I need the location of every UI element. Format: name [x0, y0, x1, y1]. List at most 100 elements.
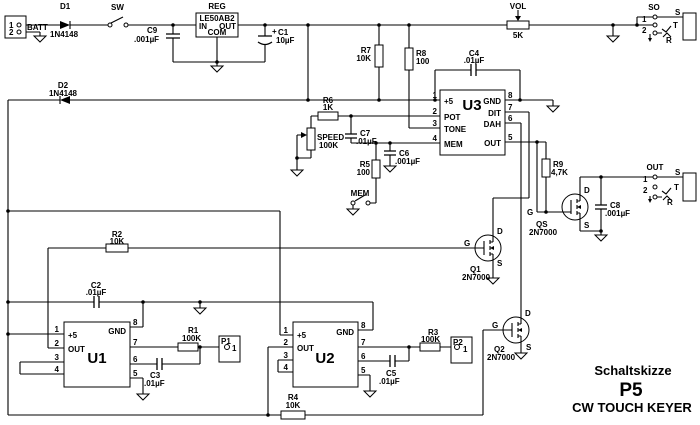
title-line3: CW TOUCH KEYER — [572, 400, 692, 415]
reg-com: COM — [208, 28, 227, 37]
speed-name: SPEED — [317, 133, 344, 142]
r1-value: 100K — [182, 334, 201, 343]
out-sleeve-label: S — [675, 168, 681, 177]
so-contact1-number: 1 — [642, 15, 647, 24]
u1-plus5-label: +5 — [68, 331, 78, 340]
u3-mem-label: MEM — [444, 140, 463, 149]
so-jack: SO S T R 1 2 — [642, 3, 697, 45]
r9-name: R9 — [553, 160, 564, 169]
ground-symbols — [32, 35, 621, 401]
u1-pin1-number: 1 — [55, 325, 60, 334]
p2-terminal — [454, 344, 460, 350]
u3-pin2-number: 2 — [433, 107, 438, 116]
c1-name: C1 — [278, 28, 289, 37]
so-label: SO — [648, 3, 660, 12]
r7-value: 10K — [356, 54, 371, 63]
u3-plus5-label: +5 — [444, 97, 454, 106]
p2-pin: 1 — [463, 345, 468, 354]
r3-value: 100K — [421, 335, 440, 344]
c1-plus: + — [272, 27, 277, 36]
u1-name: U1 — [87, 350, 106, 367]
c7-value: .01µF — [356, 137, 377, 146]
u2-out-label: OUT — [297, 344, 314, 353]
u2-pin3-number: 3 — [284, 351, 289, 360]
r1-name: R1 — [188, 326, 199, 335]
r6-name: R6 — [323, 96, 334, 105]
r8-name: R8 — [416, 49, 427, 58]
r7-body — [374, 44, 384, 68]
p1-pin: 1 — [232, 344, 237, 353]
ic-u2: U2 1 2 3 4 8 7 6 5 +5 OUT GND — [284, 321, 366, 388]
u3-dit-label: DIT — [488, 109, 501, 118]
mosfet-qs: G D S QS 2N7000 — [527, 186, 590, 237]
power-switch: SW — [107, 3, 129, 28]
r9-body — [541, 158, 551, 178]
qs-part: 2N7000 — [529, 228, 558, 237]
qs-name: QS — [536, 220, 548, 229]
c2-name: C2 — [91, 281, 102, 290]
p2-name: P2 — [453, 338, 463, 347]
q1-source-label: S — [497, 259, 503, 268]
u3-pin8-number: 8 — [508, 91, 513, 100]
u2-pin5-number: 5 — [361, 366, 366, 375]
r8-body — [404, 47, 414, 71]
u1-pin3-number: 3 — [55, 353, 60, 362]
u1-pin6-number: 6 — [133, 355, 138, 364]
c1-value: 10µF — [276, 36, 295, 45]
c7-name: C7 — [360, 129, 371, 138]
reg-part: LE50AB2 — [199, 14, 235, 23]
q2-source-label: S — [526, 343, 532, 352]
c1-curved-plate — [257, 41, 273, 46]
u1-pin4-number: 4 — [55, 365, 60, 374]
title-line1: Schaltskizze — [594, 363, 671, 378]
out-jack-body — [682, 172, 697, 202]
junction-dots — [6, 23, 639, 417]
p1-terminal — [224, 344, 230, 350]
battery-pin2-number: 2 — [9, 28, 14, 37]
r9-value: 4,7K — [551, 168, 568, 177]
r7-name: R7 — [361, 46, 372, 55]
mosfet-q1: G D S Q1 2N7000 — [462, 227, 503, 282]
d1-value: 1N4148 — [50, 30, 79, 39]
touch-pad-p2: P2 1 — [450, 336, 473, 364]
u1-pin8-number: 8 — [133, 318, 138, 327]
r5-value: 100 — [357, 168, 371, 177]
r5-name: R5 — [360, 160, 371, 169]
u3-pot-label: POT — [444, 113, 461, 122]
u1-box — [63, 321, 131, 388]
qs-drain-label: D — [584, 186, 590, 195]
u3-pin3-number: 3 — [433, 119, 438, 128]
title-block: Schaltskizze P5 CW TOUCH KEYER — [572, 363, 692, 415]
u3-box — [439, 89, 506, 156]
c6-value: .001µF — [395, 157, 420, 166]
r4-value: 10K — [286, 401, 301, 410]
u3-dah-label: DAH — [484, 120, 502, 129]
c5-value: .01µF — [379, 377, 400, 386]
u3-pin4-number: 4 — [433, 134, 438, 143]
so-tip-label: T — [673, 21, 678, 30]
u2-pin6-number: 6 — [361, 352, 366, 361]
so-sleeve-label: S — [675, 8, 681, 17]
diode-d2: D2 1N4148 — [49, 81, 78, 104]
qs-source-label: S — [584, 221, 590, 230]
qs-gate-label: G — [527, 208, 533, 217]
r6-body — [317, 111, 339, 121]
q2-part: 2N7000 — [487, 353, 516, 362]
out-jack: OUT S T R 1 2 — [643, 163, 697, 207]
so-ring-label: R — [666, 36, 672, 45]
u3-pin6-number: 6 — [508, 114, 513, 123]
u2-plus5-label: +5 — [297, 331, 307, 340]
mosfet-q2: G D S Q2 2N7000 — [487, 309, 532, 362]
u1-pin2-number: 2 — [55, 339, 60, 348]
p1-name: P1 — [221, 337, 231, 346]
u3-pin7-number: 7 — [508, 103, 513, 112]
d1-name: D1 — [60, 2, 71, 11]
vol-name: VOL — [510, 2, 527, 11]
out-ring-label: R — [667, 198, 673, 207]
r6-value: 1K — [323, 103, 333, 112]
p2-box — [450, 336, 473, 364]
c9-name: C9 — [147, 26, 158, 35]
battery-connector: 1 2 BATT — [4, 15, 48, 39]
mem-switch: MEM — [350, 189, 371, 206]
r2-value: 10K — [110, 237, 125, 246]
